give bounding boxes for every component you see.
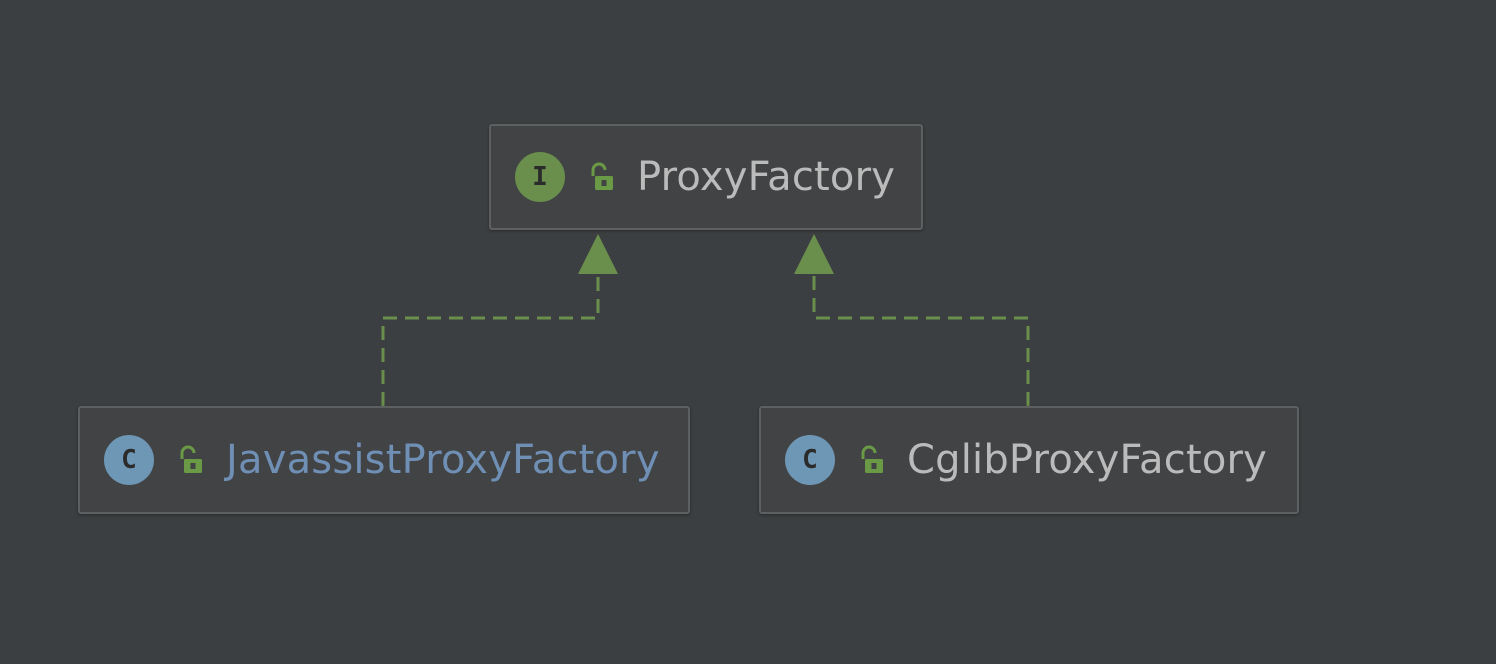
node-label: CglibProxyFactory [907, 437, 1268, 483]
open-lock-icon [861, 445, 883, 473]
open-lock-icon [180, 445, 202, 473]
edge-javassist-to-proxy-factory [381, 234, 618, 406]
class-icon: C [104, 435, 154, 485]
edge-cglib-to-proxy-factory [794, 234, 1030, 406]
class-node-cglib-proxy-factory[interactable]: C CglibProxyFactory [759, 406, 1299, 514]
realization-arrowhead [578, 234, 618, 274]
class-icon: C [785, 435, 835, 485]
realization-arrowhead [794, 234, 834, 274]
interface-icon: I [515, 152, 565, 202]
open-lock-icon [591, 162, 613, 190]
realization-line [381, 274, 600, 406]
node-label: JavassistProxyFactory [226, 437, 660, 483]
node-label: ProxyFactory [637, 154, 896, 200]
realization-line [812, 274, 1030, 406]
class-node-javassist-proxy-factory[interactable]: C JavassistProxyFactory [78, 406, 690, 514]
interface-node-proxy-factory[interactable]: I ProxyFactory [489, 124, 923, 230]
